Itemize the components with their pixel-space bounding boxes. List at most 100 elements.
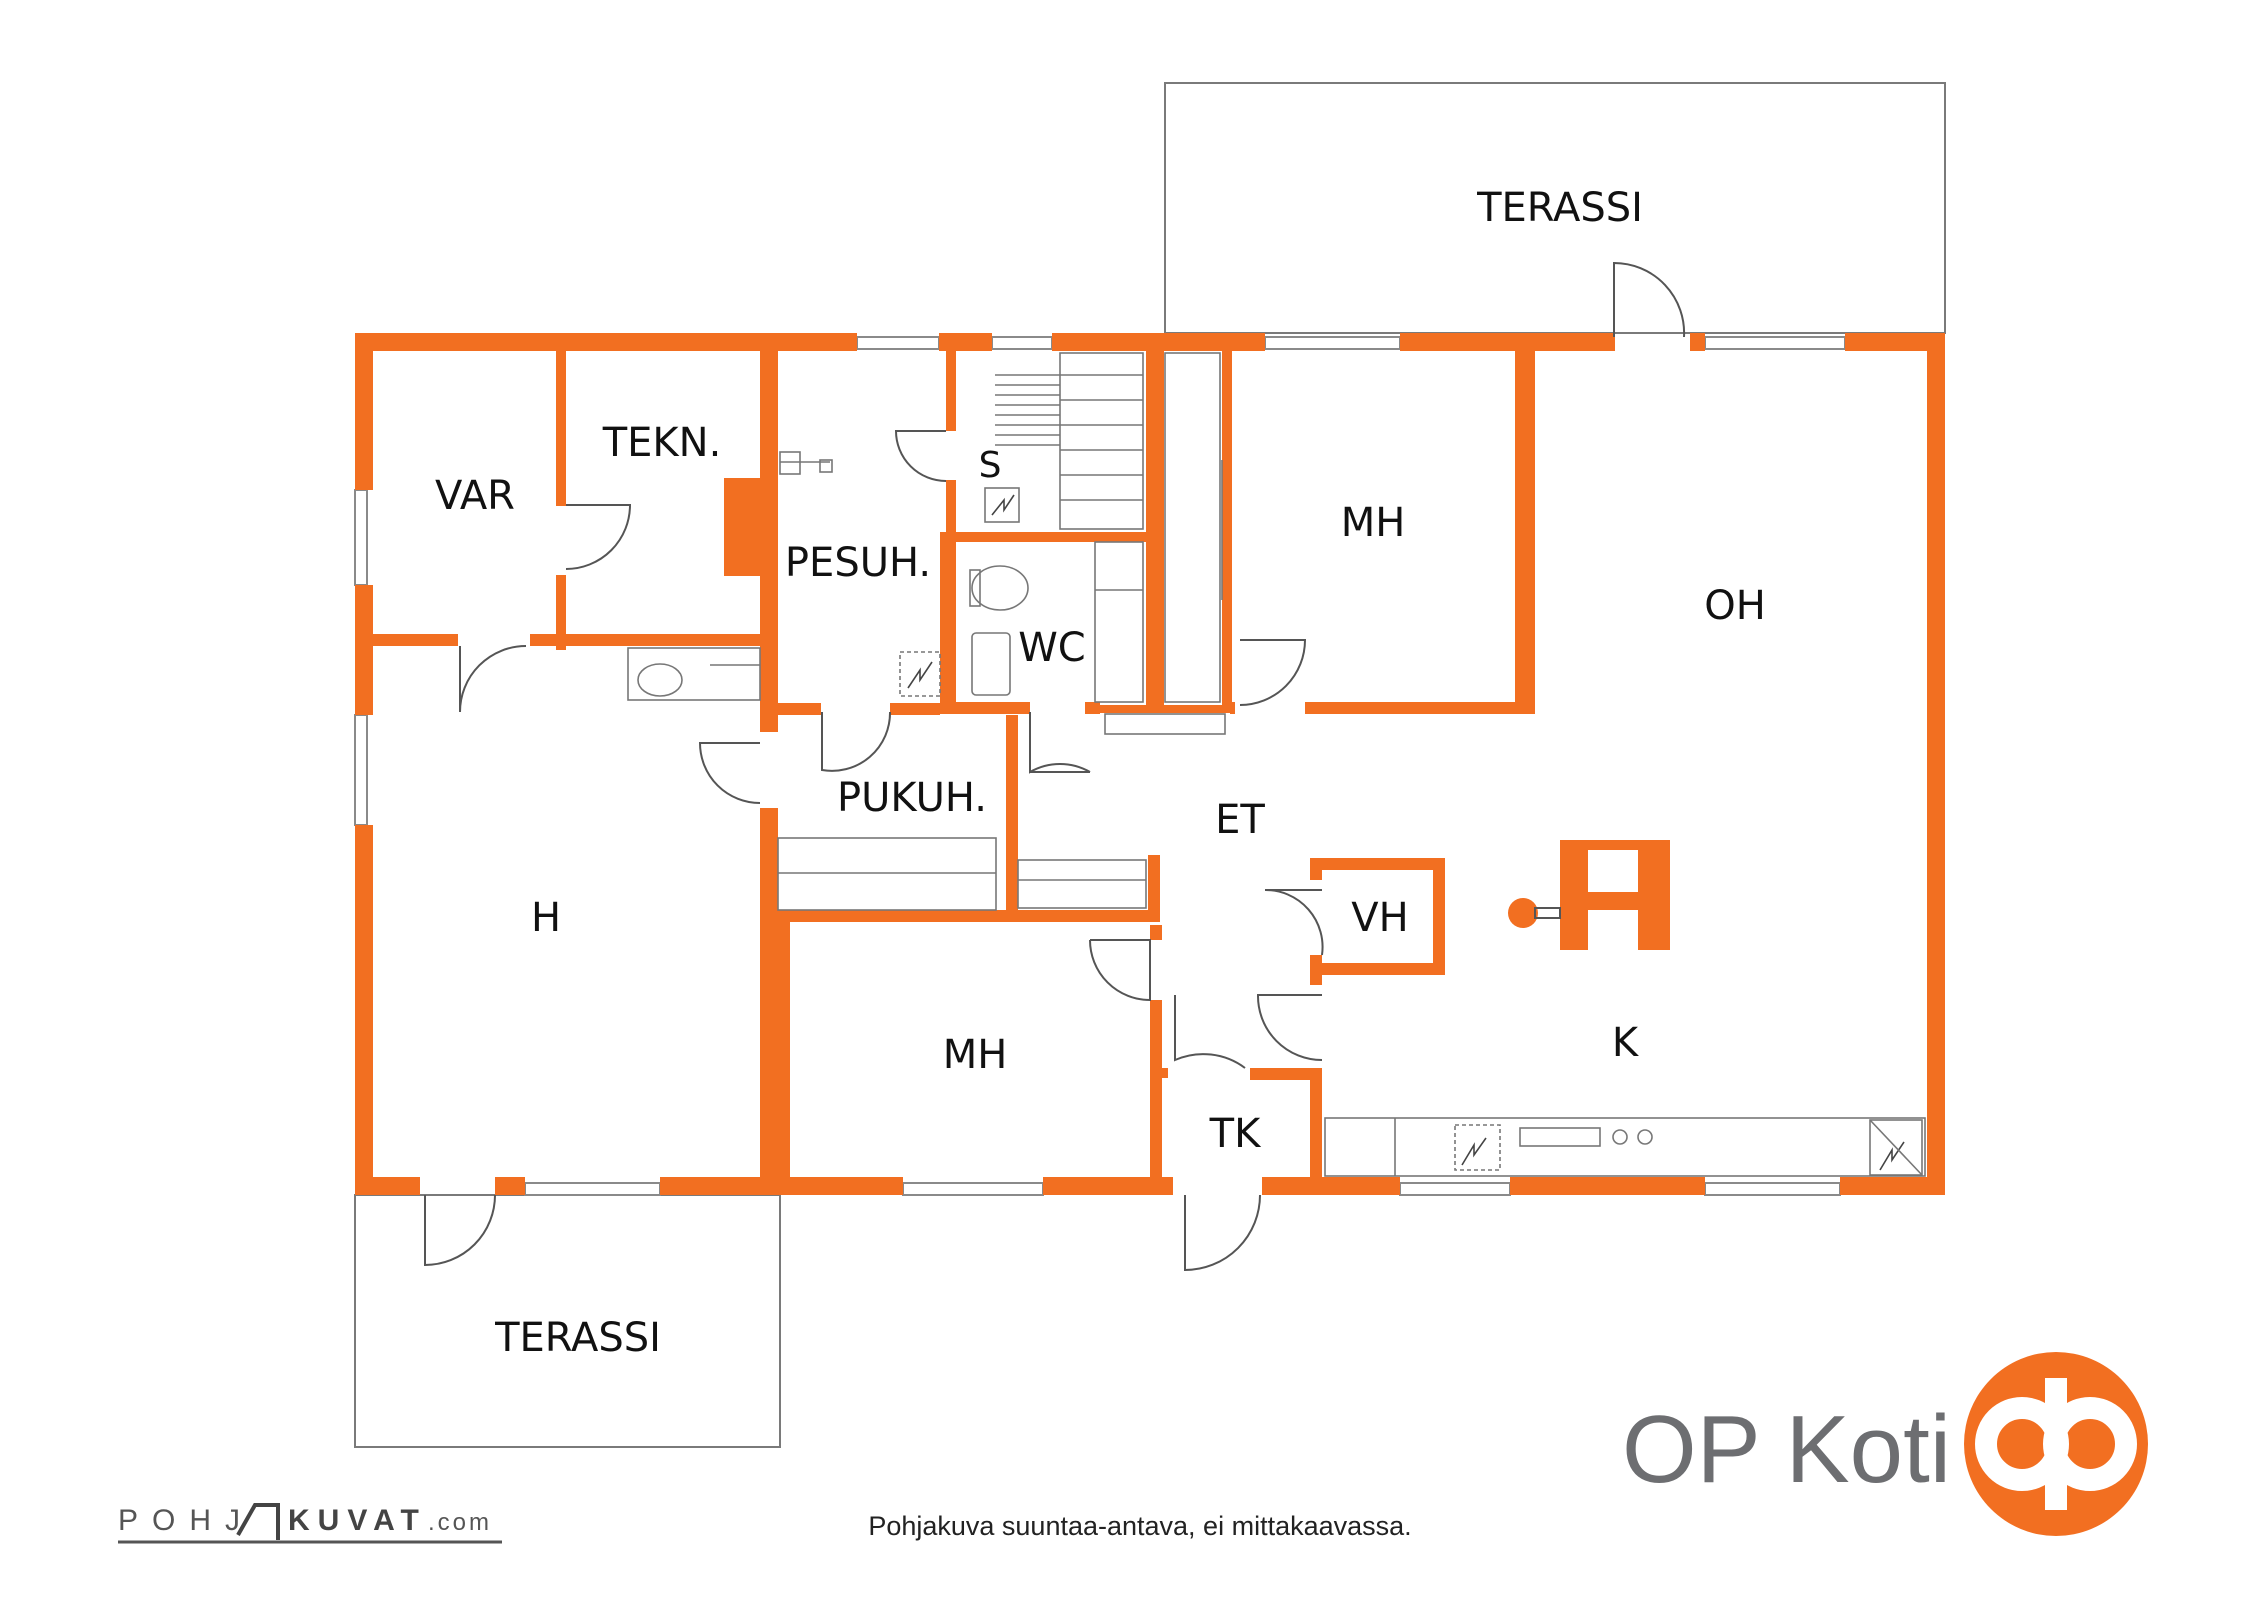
storage-shelf [1017, 859, 1147, 909]
wall [760, 808, 778, 1195]
wall [1262, 1177, 1400, 1195]
door-swing [1029, 712, 1091, 774]
wall [1052, 333, 1265, 351]
wall [1006, 715, 1018, 920]
window [354, 714, 368, 826]
room-label-et: ET [1215, 797, 1265, 843]
room-label-h: H [531, 895, 561, 941]
wall [556, 351, 566, 506]
fireplace-opening [1588, 850, 1638, 892]
room-label-terassi-top: TERASSI [1476, 185, 1643, 231]
door-swing [821, 711, 892, 772]
wardrobe [1164, 352, 1221, 703]
window [1704, 336, 1846, 350]
fridge-icon [1869, 1119, 1923, 1176]
wall [940, 702, 1030, 714]
wall [1515, 351, 1535, 714]
fireplace-pipe [1534, 907, 1561, 919]
wall [778, 703, 821, 715]
wall [778, 910, 1018, 922]
watermark-part2: KUVAT [288, 1504, 427, 1537]
door-swing [1089, 939, 1151, 1002]
sauna-bench [1059, 352, 1144, 530]
door-swing [1264, 888, 1324, 956]
wall [1150, 925, 1162, 940]
door-swing [1184, 1194, 1261, 1272]
wall [1310, 1068, 1322, 1195]
doors [424, 261, 1686, 1272]
wall [1148, 855, 1160, 922]
shower-control [819, 459, 833, 473]
window [1264, 336, 1401, 350]
room-label-mh-bottom: MH [943, 1032, 1008, 1078]
door-swing [894, 430, 947, 482]
room-label-tekn: TEKN. [602, 420, 722, 466]
wall [373, 634, 458, 646]
window [354, 489, 368, 586]
kitchen-counter [1324, 1117, 1926, 1177]
wall [1156, 351, 1164, 711]
wall [660, 1177, 903, 1195]
wall [1230, 702, 1235, 714]
window [1704, 1182, 1841, 1196]
walls [355, 333, 1945, 1195]
stove-burner-icon [1637, 1129, 1653, 1145]
fireplace [1508, 840, 1670, 950]
wall [1315, 963, 1445, 975]
wall [1100, 705, 1230, 713]
door-swing [424, 1194, 496, 1267]
room-label-pukuh: PUKUH. [837, 775, 987, 821]
wall [1510, 1177, 1705, 1195]
wall [355, 585, 373, 715]
wall [890, 703, 940, 715]
watermark-suffix: .com [428, 1509, 492, 1536]
room-labels: TERASSI VAR TEKN. PESUH. S WC MH OH ET P… [435, 185, 1766, 1361]
wc-sink-icon [971, 632, 1011, 696]
vanity [627, 647, 761, 701]
room-label-k: K [1612, 1020, 1640, 1066]
wall [946, 480, 956, 532]
wall [1305, 702, 1535, 714]
watermark-part1: POHJ [118, 1504, 254, 1537]
window [991, 336, 1053, 350]
window [524, 1182, 661, 1196]
dishwasher-icon [1454, 1124, 1501, 1171]
wall [1845, 333, 1945, 351]
wall [1927, 333, 1945, 1195]
wall [1250, 1068, 1320, 1080]
fireplace-opening [1588, 910, 1638, 950]
wc-cabinet [1094, 541, 1144, 703]
op-logo-icon [1964, 1352, 2148, 1536]
window [902, 1182, 1044, 1196]
sauna-steps [995, 374, 1143, 501]
wall [1160, 1068, 1168, 1078]
room-label-oh: OH [1704, 583, 1766, 629]
wall [939, 333, 992, 351]
room-label-mh-top: MH [1341, 500, 1406, 546]
wall [1043, 1177, 1173, 1195]
watermark-glyph-icon [236, 1503, 280, 1540]
wall [760, 709, 778, 732]
wall [355, 1177, 420, 1195]
room-label-vh: VH [1351, 895, 1408, 941]
wall [1690, 333, 1705, 351]
kitchen-sink-icon [1519, 1127, 1601, 1147]
disclaimer-text: Pohjakuva suuntaa-antava, ei mittakaavas… [868, 1511, 1411, 1541]
wall [355, 333, 857, 351]
fixtures [627, 352, 1926, 1177]
sauna-stove-icon [984, 487, 1020, 523]
door-swing [698, 742, 761, 804]
wall [530, 634, 760, 646]
wall [556, 575, 566, 650]
stove-burner-icon [1612, 1129, 1628, 1145]
window [856, 336, 940, 350]
brand-name: OP Koti [1622, 1396, 1951, 1503]
room-label-terassi-bottom: TERASSI [494, 1315, 661, 1361]
wall [1400, 333, 1615, 351]
toilet-icon [971, 565, 1029, 611]
room-label-var: VAR [435, 473, 515, 519]
wall [946, 351, 956, 431]
wall [1433, 858, 1445, 975]
wall [778, 910, 790, 1180]
